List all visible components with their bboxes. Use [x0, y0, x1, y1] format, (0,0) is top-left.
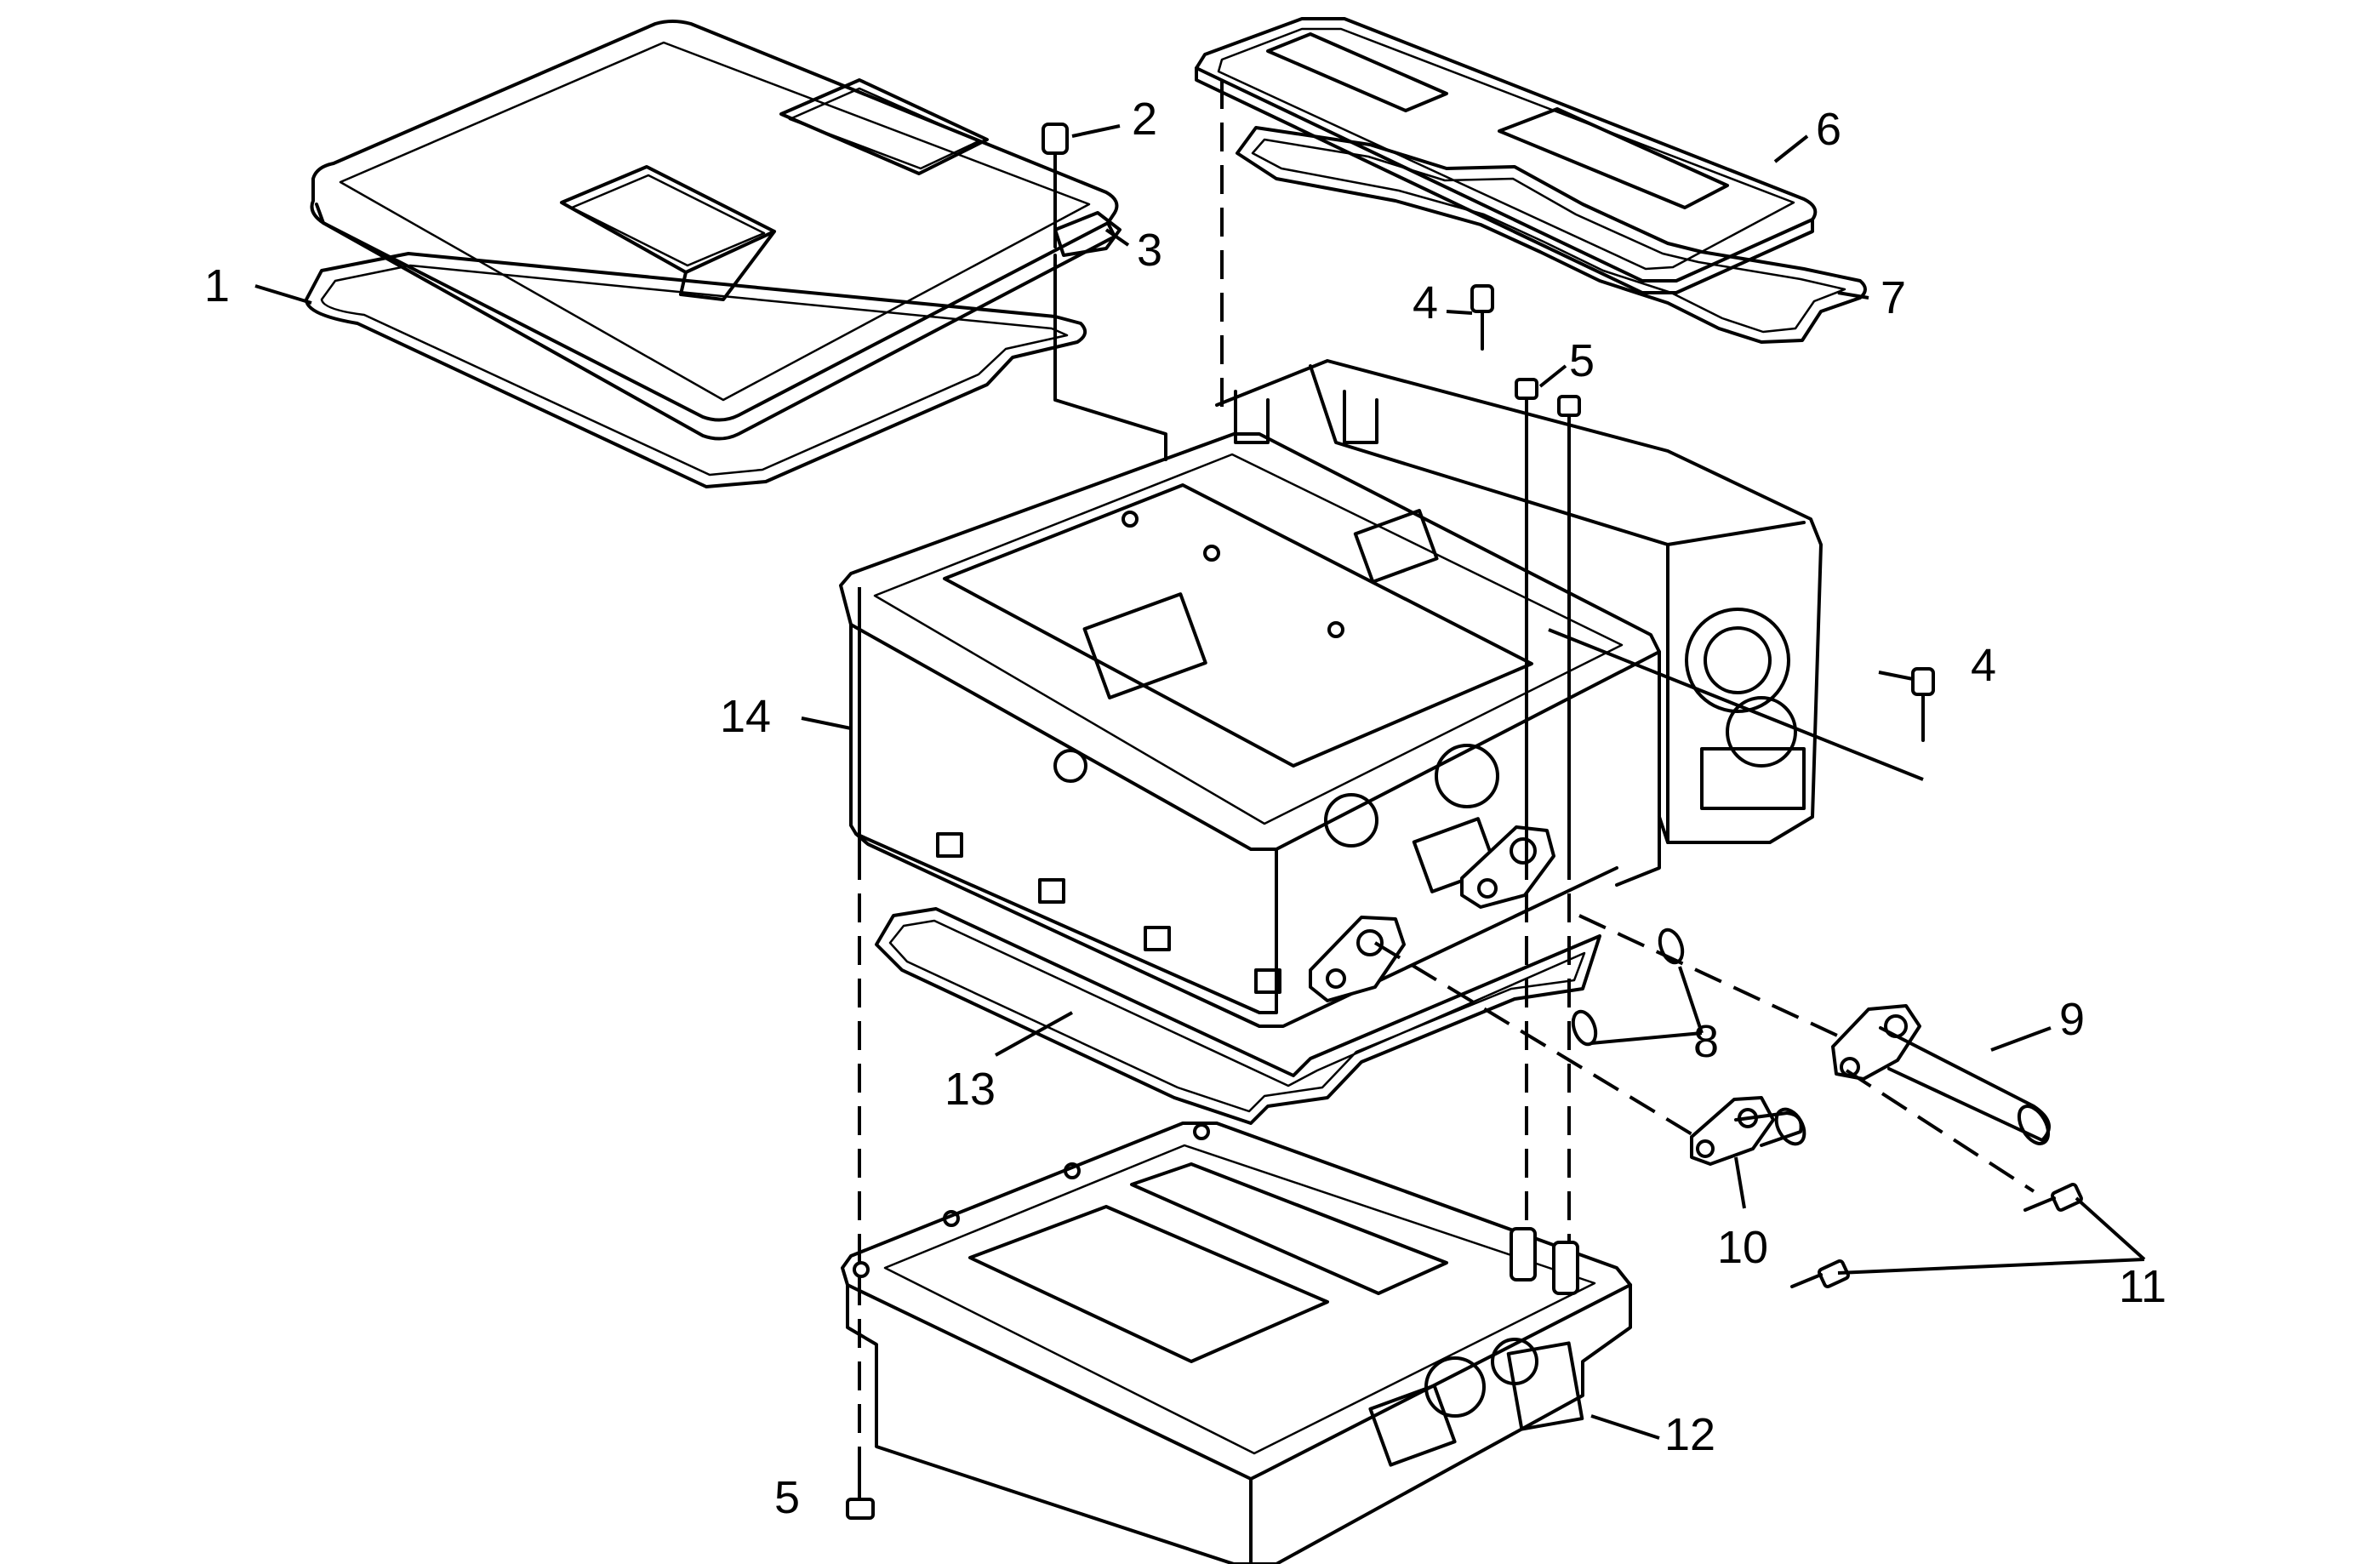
main-housing [839, 432, 1661, 1028]
o-rings-8 [1571, 928, 1685, 1047]
upper-left-gasket [305, 252, 1087, 488]
lower-gasket [875, 907, 1601, 1125]
alignment-lines [858, 80, 2035, 1481]
bracket-3 [1053, 211, 1122, 257]
callout-13: 13 [945, 1064, 996, 1115]
callout-4b: 4 [1971, 640, 1996, 691]
callout-11: 11 [2119, 1261, 2166, 1312]
harness-line [1053, 254, 1167, 461]
upper-left-cover [310, 20, 1119, 441]
housing-port-flanges [1309, 825, 1555, 1002]
bolts-5-top [1515, 378, 1581, 853]
callout-14: 14 [720, 691, 771, 742]
callout-3: 3 [1137, 225, 1162, 276]
bolt-4-top [1470, 284, 1494, 351]
top-right-cover [1195, 17, 1818, 294]
callout-9: 9 [2059, 994, 2085, 1045]
rear-housing [1215, 359, 1823, 844]
bolt-5-bottom [846, 1470, 875, 1520]
callout-8: 8 [1693, 1016, 1719, 1067]
coolant-pipe-10 [1690, 1096, 1806, 1166]
callout-5b: 5 [774, 1472, 800, 1523]
bolt-4-right [1911, 667, 1935, 742]
lower-enclosure [841, 1122, 1632, 1564]
coolant-pipe-9 [1831, 1004, 2051, 1145]
callouts: 1 2 3 4 5 6 7 4 14 8 9 13 10 11 12 5 [204, 94, 2166, 1523]
callout-1: 1 [204, 260, 230, 311]
callout-10: 10 [1717, 1222, 1768, 1273]
callout-4a: 4 [1413, 277, 1438, 328]
callout-6: 6 [1816, 104, 1841, 155]
bolts-11 [1790, 1183, 2083, 1288]
leader-lines [254, 124, 2146, 1440]
top-right-gasket [1236, 126, 1867, 344]
callout-12: 12 [1664, 1409, 1715, 1460]
callout-7: 7 [1881, 272, 1906, 323]
callout-2: 2 [1132, 94, 1157, 145]
callout-5a: 5 [1569, 335, 1595, 386]
